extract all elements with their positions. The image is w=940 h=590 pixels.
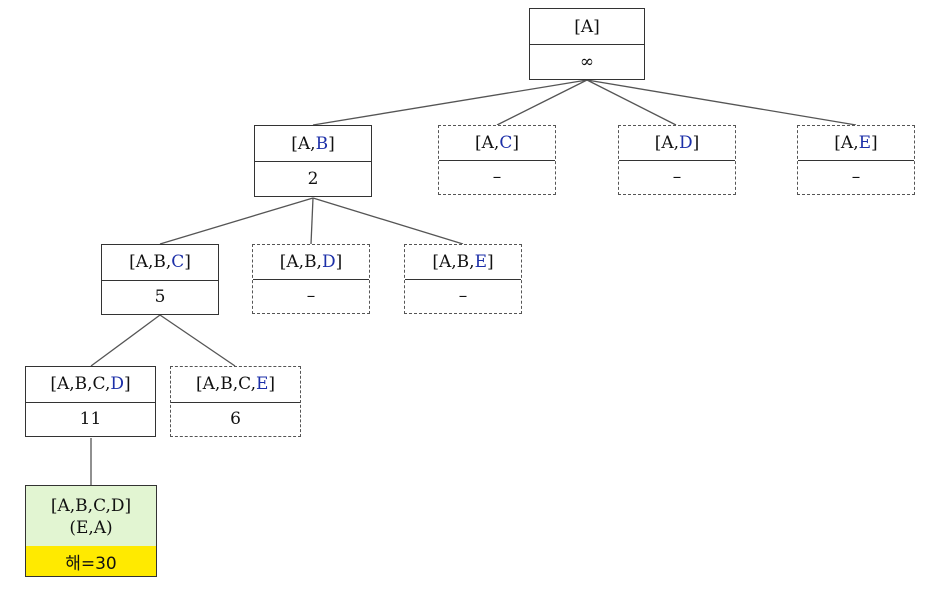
tree-node-a-b-c-d: [A,B,C,D] 11: [25, 366, 156, 437]
node-label: [A,D]: [619, 126, 735, 161]
node-label: [A,B,D]: [253, 245, 369, 280]
solution-path: [A,B,C,D] (E,A): [26, 486, 156, 548]
node-bound-value: –: [458, 286, 468, 306]
node-label-prefix: [A,B,: [129, 252, 172, 273]
node-bound-value: 11: [79, 408, 102, 429]
node-label: [A,B]: [255, 126, 371, 162]
node-label: [A,B,C]: [102, 245, 218, 281]
node-label-last: D: [679, 133, 693, 153]
tree-node-a-b-c: [A,B,C] 5: [101, 244, 219, 315]
edge-root-ad: [586, 79, 677, 126]
tree-node-a-c: [A,C] –: [438, 125, 556, 195]
node-label: [A,B,E]: [405, 245, 521, 280]
node-label: [A,E]: [798, 126, 914, 161]
node-label-last: C: [171, 252, 185, 273]
node-label-prefix: [A,: [291, 133, 316, 154]
edge-ab-abc: [159, 197, 314, 245]
edge-ab-abd: [310, 197, 314, 245]
node-label-prefix: [A,: [654, 133, 680, 153]
node-label-suffix: ]: [184, 252, 191, 273]
tree-node-a-b-e: [A,B,E] –: [404, 244, 522, 314]
solution-path-line2: (E,A): [69, 517, 113, 538]
node-label-last: B: [315, 133, 329, 154]
node-label: [A,B,C,E]: [171, 367, 300, 403]
tree-node-a-b: [A,B] 2: [254, 125, 372, 197]
node-bound-value: –: [492, 167, 502, 187]
node-bound-value: ∞: [579, 51, 595, 72]
node-label-prefix: [A,: [475, 133, 500, 153]
edge-ab-abe: [312, 197, 464, 245]
node-label: [A]: [530, 9, 644, 45]
node-label-suffix: ]: [487, 252, 494, 272]
edge-abc-abcd: [90, 314, 161, 367]
tree-node-solution: [A,B,C,D] (E,A) 해=30: [25, 485, 157, 577]
node-label-last: E: [255, 374, 269, 395]
node-bound-value: 5: [154, 286, 166, 307]
node-label-last: D: [321, 252, 336, 272]
node-label-suffix: ]: [328, 133, 335, 154]
node-label-suffix: ]: [512, 133, 519, 153]
node-bound-value: –: [851, 167, 861, 187]
node-label-last: E: [858, 133, 872, 153]
solution-cost: 해=30: [26, 546, 156, 576]
solution-path-line1: [A,B,C,D]: [50, 495, 132, 516]
node-label-suffix: ]: [124, 374, 131, 395]
node-bound-value: 2: [307, 168, 319, 189]
tree-node-a-b-d: [A,B,D] –: [252, 244, 370, 314]
node-label-last: E: [474, 252, 487, 272]
tree-node-a-d: [A,D] –: [618, 125, 736, 195]
node-label: [A,B,C,D]: [26, 367, 155, 403]
node-label-last: D: [110, 374, 124, 395]
node-label-prefix: [A,: [834, 133, 859, 153]
node-label-suffix: ]: [692, 133, 700, 153]
node-label-prefix: [A,B,C,: [50, 374, 111, 395]
edge-root-ab: [312, 79, 588, 126]
tree-node-a-b-c-e: [A,B,C,E] 6: [170, 366, 301, 437]
node-label-suffix: ]: [871, 133, 878, 153]
node-label-prefix: [A,B,: [279, 252, 322, 272]
node-bound-value: 6: [230, 408, 241, 429]
node-label-prefix: [A,B,: [432, 252, 475, 272]
node-label-suffix: ]: [335, 252, 343, 272]
edge-abc-abce: [159, 314, 236, 367]
tree-node-root: [A] ∞: [529, 8, 645, 80]
edge-root-ae: [586, 79, 857, 126]
node-label-suffix: ]: [268, 374, 276, 395]
node-label-prefix: [A,B,C,: [195, 374, 256, 395]
edge-root-ac: [496, 79, 588, 126]
tree-node-a-e: [A,E] –: [797, 125, 915, 195]
node-bound-value: –: [306, 286, 316, 306]
node-label-last: C: [499, 133, 513, 153]
node-label: [A,C]: [439, 126, 555, 161]
node-bound-value: –: [672, 167, 682, 187]
